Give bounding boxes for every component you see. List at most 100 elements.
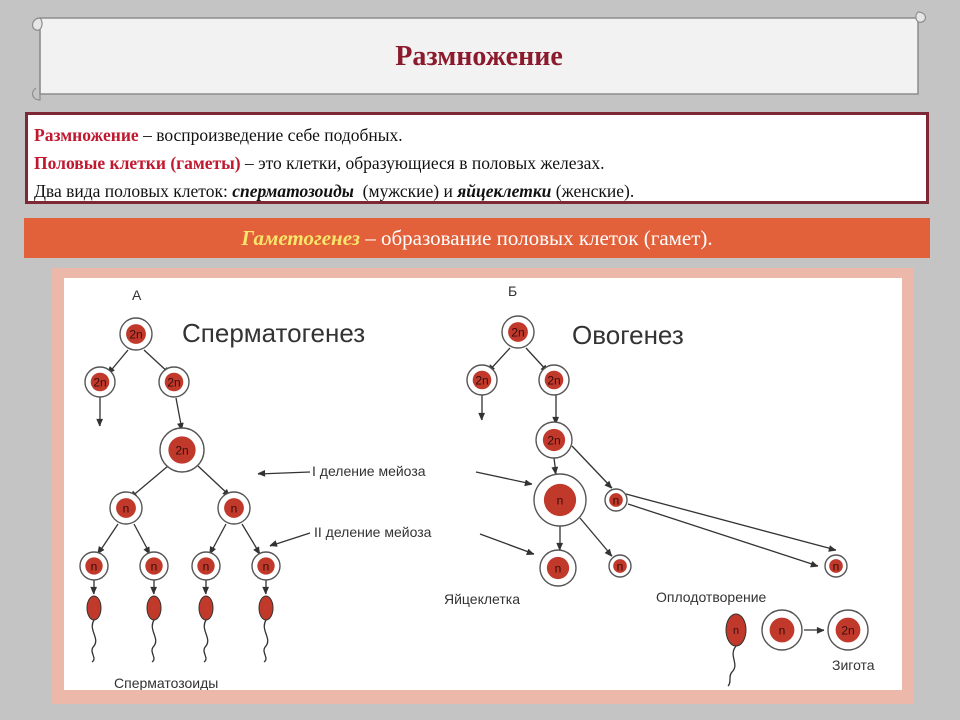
fertilizing-spermatozoon: n: [725, 613, 747, 687]
definitions-box: Размножение – воспроизведение себе подоб…: [25, 112, 929, 204]
oogonium-right-ploidy: 2n: [547, 374, 560, 388]
definition-line-1: Размножение – воспроизведение себе подоб…: [34, 121, 926, 149]
zygote-label: Зигота: [832, 657, 875, 673]
definition-gametogenesis: – образование половых клеток (гамет).: [365, 225, 713, 250]
definition-line-2: Половые клетки (гаметы) – это клетки, об…: [34, 149, 926, 177]
arrow-spermatid-3-head: [202, 586, 209, 595]
arrow-b8-head: [604, 548, 613, 557]
arrow-a5: [129, 465, 169, 499]
term-egg: яйцеклетки: [457, 181, 552, 201]
term-sperm: сперматозоиды: [232, 181, 354, 201]
fertilization-label: Оплодотворение: [656, 589, 767, 605]
term-reproduction: Размножение: [34, 125, 139, 145]
meiosis-2-arrow-left-head: [269, 540, 278, 547]
arrow-a10-head: [253, 546, 261, 555]
arrow-b6: [571, 445, 613, 489]
primary-oocyte-ploidy: 2n: [547, 434, 560, 448]
spermatogonium-right: 2n: [158, 366, 190, 398]
arrow-b9: [627, 503, 819, 567]
arrow-b10-head: [828, 545, 837, 552]
meiosis-1-arrow-left: [257, 471, 311, 475]
primary-spermatocyte-nucleus: [168, 436, 196, 464]
oogonium-stem-ploidy: 2n: [511, 326, 524, 340]
oogonium-stem-nucleus: [508, 322, 528, 342]
oogonium-left-ploidy: 2n: [475, 374, 488, 388]
oogonium-stem: 2n: [501, 315, 535, 349]
ootid-ploidy: n: [555, 562, 562, 576]
secondary-oocyte: n: [533, 473, 587, 527]
arrow-spermatid-1-head: [90, 586, 97, 595]
oogonium-left: 2n: [466, 364, 498, 396]
arrow-b7-head: [556, 542, 563, 551]
title-scroll: Размножение: [28, 8, 930, 101]
spermatozoon-head-3: [198, 595, 214, 621]
spermatid-3-ploidy: n: [203, 560, 210, 574]
secondary-spermatocyte-left: n: [109, 491, 143, 525]
fertilizing-sperm-tail: [727, 645, 737, 687]
scroll-shape: [31, 11, 927, 101]
zygote-cell: 2n: [827, 609, 869, 651]
zygote-cell-ploidy: 2n: [841, 624, 854, 638]
sperm-cells-label: Сперматозоиды: [114, 675, 218, 690]
polar-body-1-ploidy: n: [613, 494, 620, 508]
oogonium-right-nucleus: [544, 370, 564, 390]
meiosis-1-arrow-right-head: [524, 479, 533, 487]
meiosis-2-label: II деление мейоза: [314, 524, 432, 540]
ootid-nucleus: [546, 556, 570, 580]
label-b: Б: [508, 283, 517, 299]
spermatogonium-right-nucleus: [164, 372, 184, 392]
secondary-oocyte-nucleus: [543, 483, 577, 517]
spermatid-1: n: [79, 551, 109, 581]
arrow-a6: [197, 465, 231, 497]
definition-reproduction: – воспроизведение себе подобных.: [138, 125, 403, 145]
spermatid-2: n: [139, 551, 169, 581]
label-a: А: [132, 287, 142, 303]
spermatozoon-head-2: [146, 595, 162, 621]
spermatid-2-ploidy: n: [151, 560, 158, 574]
types-middle: (мужские) и: [353, 181, 458, 201]
polar-body-2-ploidy: n: [617, 560, 624, 574]
primary-oocyte: 2n: [535, 421, 573, 459]
arrow-spermatid-4-head: [262, 586, 269, 595]
spermatogonium-left-nucleus: [90, 372, 110, 392]
spermatozoon-head-1: [86, 595, 102, 621]
arrow-a7-head: [97, 546, 105, 555]
polar-body-1: n: [604, 488, 628, 512]
arrow-a9-head: [209, 545, 216, 555]
page-title: Размножение: [395, 41, 563, 72]
ootid: n: [539, 549, 577, 587]
fertilized-egg-nucleus: [769, 617, 795, 643]
meiosis-2-arrow-right: [479, 533, 535, 555]
zygote-cell-nucleus: [835, 617, 861, 643]
gametogenesis-banner: Гаметогенез – образование половых клеток…: [24, 218, 930, 258]
spermatid-3-nucleus: [197, 557, 215, 575]
meiosis-1-label: I деление мейоза: [312, 463, 426, 479]
spermatozoon-1: [86, 595, 102, 663]
spermatid-4: n: [251, 551, 281, 581]
secondary-spermatocyte-right-nucleus: [224, 498, 244, 518]
spermatogonium-right-ploidy: 2n: [167, 376, 180, 390]
spermatozoon-tail-1: [91, 619, 97, 663]
spermatozoon-tail-2: [151, 619, 157, 663]
oogonium-left-nucleus: [472, 370, 492, 390]
term-gametes: Половые клетки (гаметы): [34, 153, 241, 173]
polar-body-3-nucleus: [829, 559, 843, 573]
secondary-spermatocyte-right-ploidy: n: [231, 502, 238, 516]
spermatozoon-head-4: [258, 595, 274, 621]
spermatozoon-tail-3: [203, 619, 209, 663]
types-prefix: Два вида половых клеток:: [34, 181, 233, 201]
primary-spermatocyte: 2n: [159, 427, 205, 473]
definition-gametes: – это клетки, образующиеся в половых жел…: [240, 153, 605, 173]
arrow-b8: [579, 517, 613, 557]
meiosis-1-arrow-right: [475, 471, 533, 485]
spermatid-4-nucleus: [257, 557, 275, 575]
meiosis-1-arrow-left-head: [257, 470, 266, 477]
spermatozoon-2: [146, 595, 162, 663]
term-gametogenesis: Гаметогенез: [241, 225, 366, 250]
primary-oocyte-nucleus: [542, 428, 566, 452]
meiosis-2-arrow-right-head: [526, 548, 535, 556]
primary-spermatocyte-ploidy: 2n: [175, 444, 188, 458]
spermatogenesis-title: Сперматогенез: [182, 318, 365, 348]
spermatid-3: n: [191, 551, 221, 581]
